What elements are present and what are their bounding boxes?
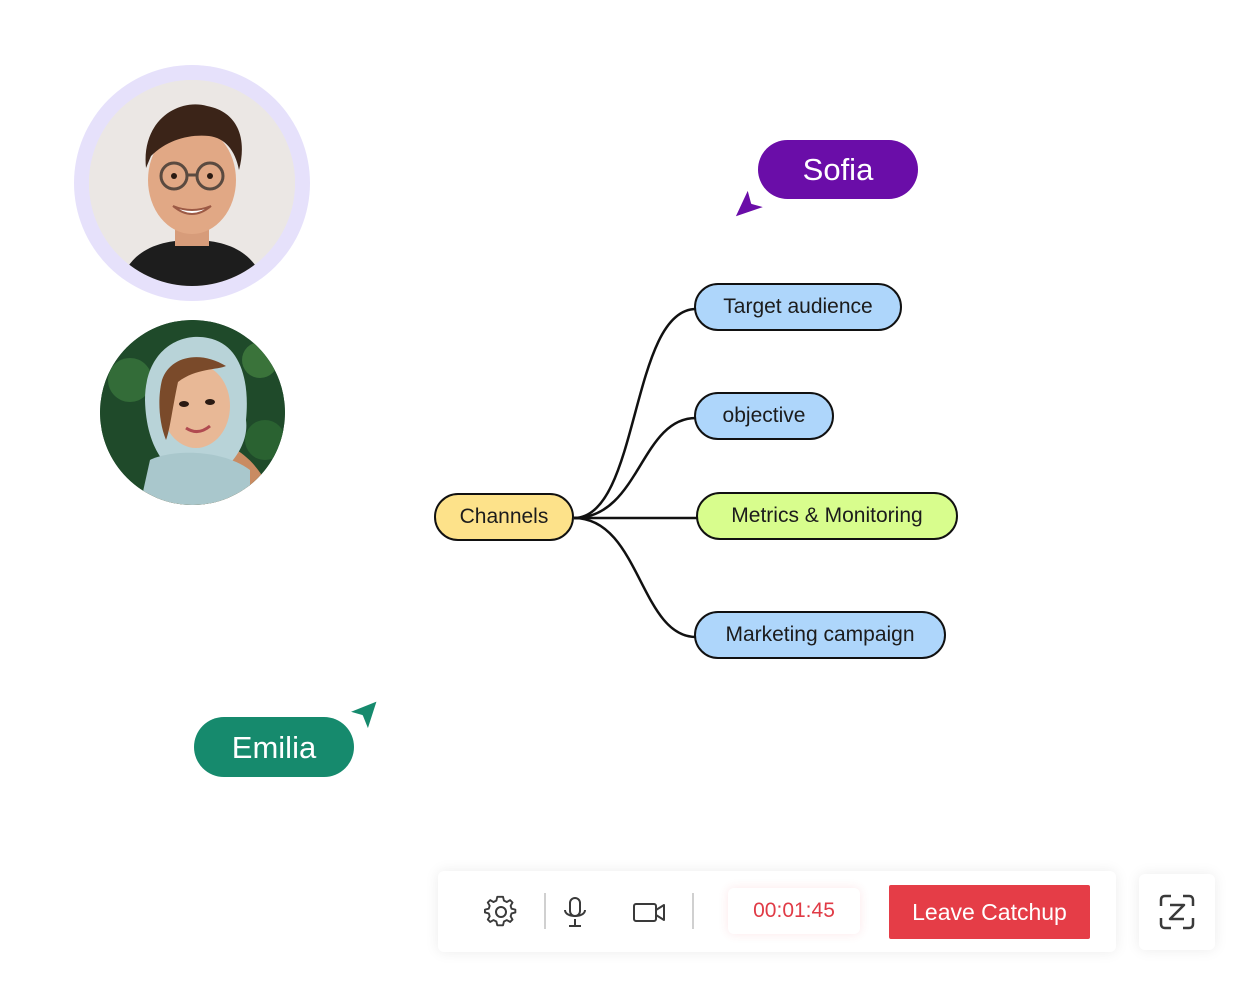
emilia-cursor-icon	[347, 699, 379, 732]
mindmap-root-node[interactable]: Channels	[434, 493, 574, 541]
connector-objective	[573, 416, 697, 520]
man-portrait-icon	[89, 80, 295, 286]
gear-icon[interactable]	[484, 895, 518, 929]
mindmap-node-objective[interactable]: objective	[694, 392, 834, 440]
zoho-logo-icon	[1159, 894, 1195, 930]
leave-catchup-button[interactable]: Leave Catchup	[889, 885, 1090, 939]
microphone-icon[interactable]	[558, 895, 592, 929]
mindmap-node-metrics[interactable]: Metrics & Monitoring	[696, 492, 958, 540]
sofia-cursor-label: Sofia	[758, 140, 918, 199]
call-toolbar: 00:01:45 Leave Catchup	[438, 871, 1116, 952]
toolbar-divider	[544, 893, 546, 929]
connector-marketing	[573, 516, 697, 639]
woman-portrait-icon	[100, 320, 285, 505]
zoho-logo-button[interactable]	[1139, 874, 1215, 950]
call-timer: 00:01:45	[728, 888, 860, 934]
connector-target-audience	[573, 307, 697, 520]
sofia-cursor-icon	[733, 187, 767, 219]
video-camera-icon[interactable]	[632, 895, 666, 929]
mindmap-node-target-audience[interactable]: Target audience	[694, 283, 902, 331]
mindmap-node-marketing[interactable]: Marketing campaign	[694, 611, 946, 659]
participant-avatar-2[interactable]	[100, 320, 285, 505]
toolbar-divider	[692, 893, 694, 929]
emilia-cursor-label: Emilia	[194, 717, 354, 777]
participant-avatar-1[interactable]	[89, 80, 295, 286]
